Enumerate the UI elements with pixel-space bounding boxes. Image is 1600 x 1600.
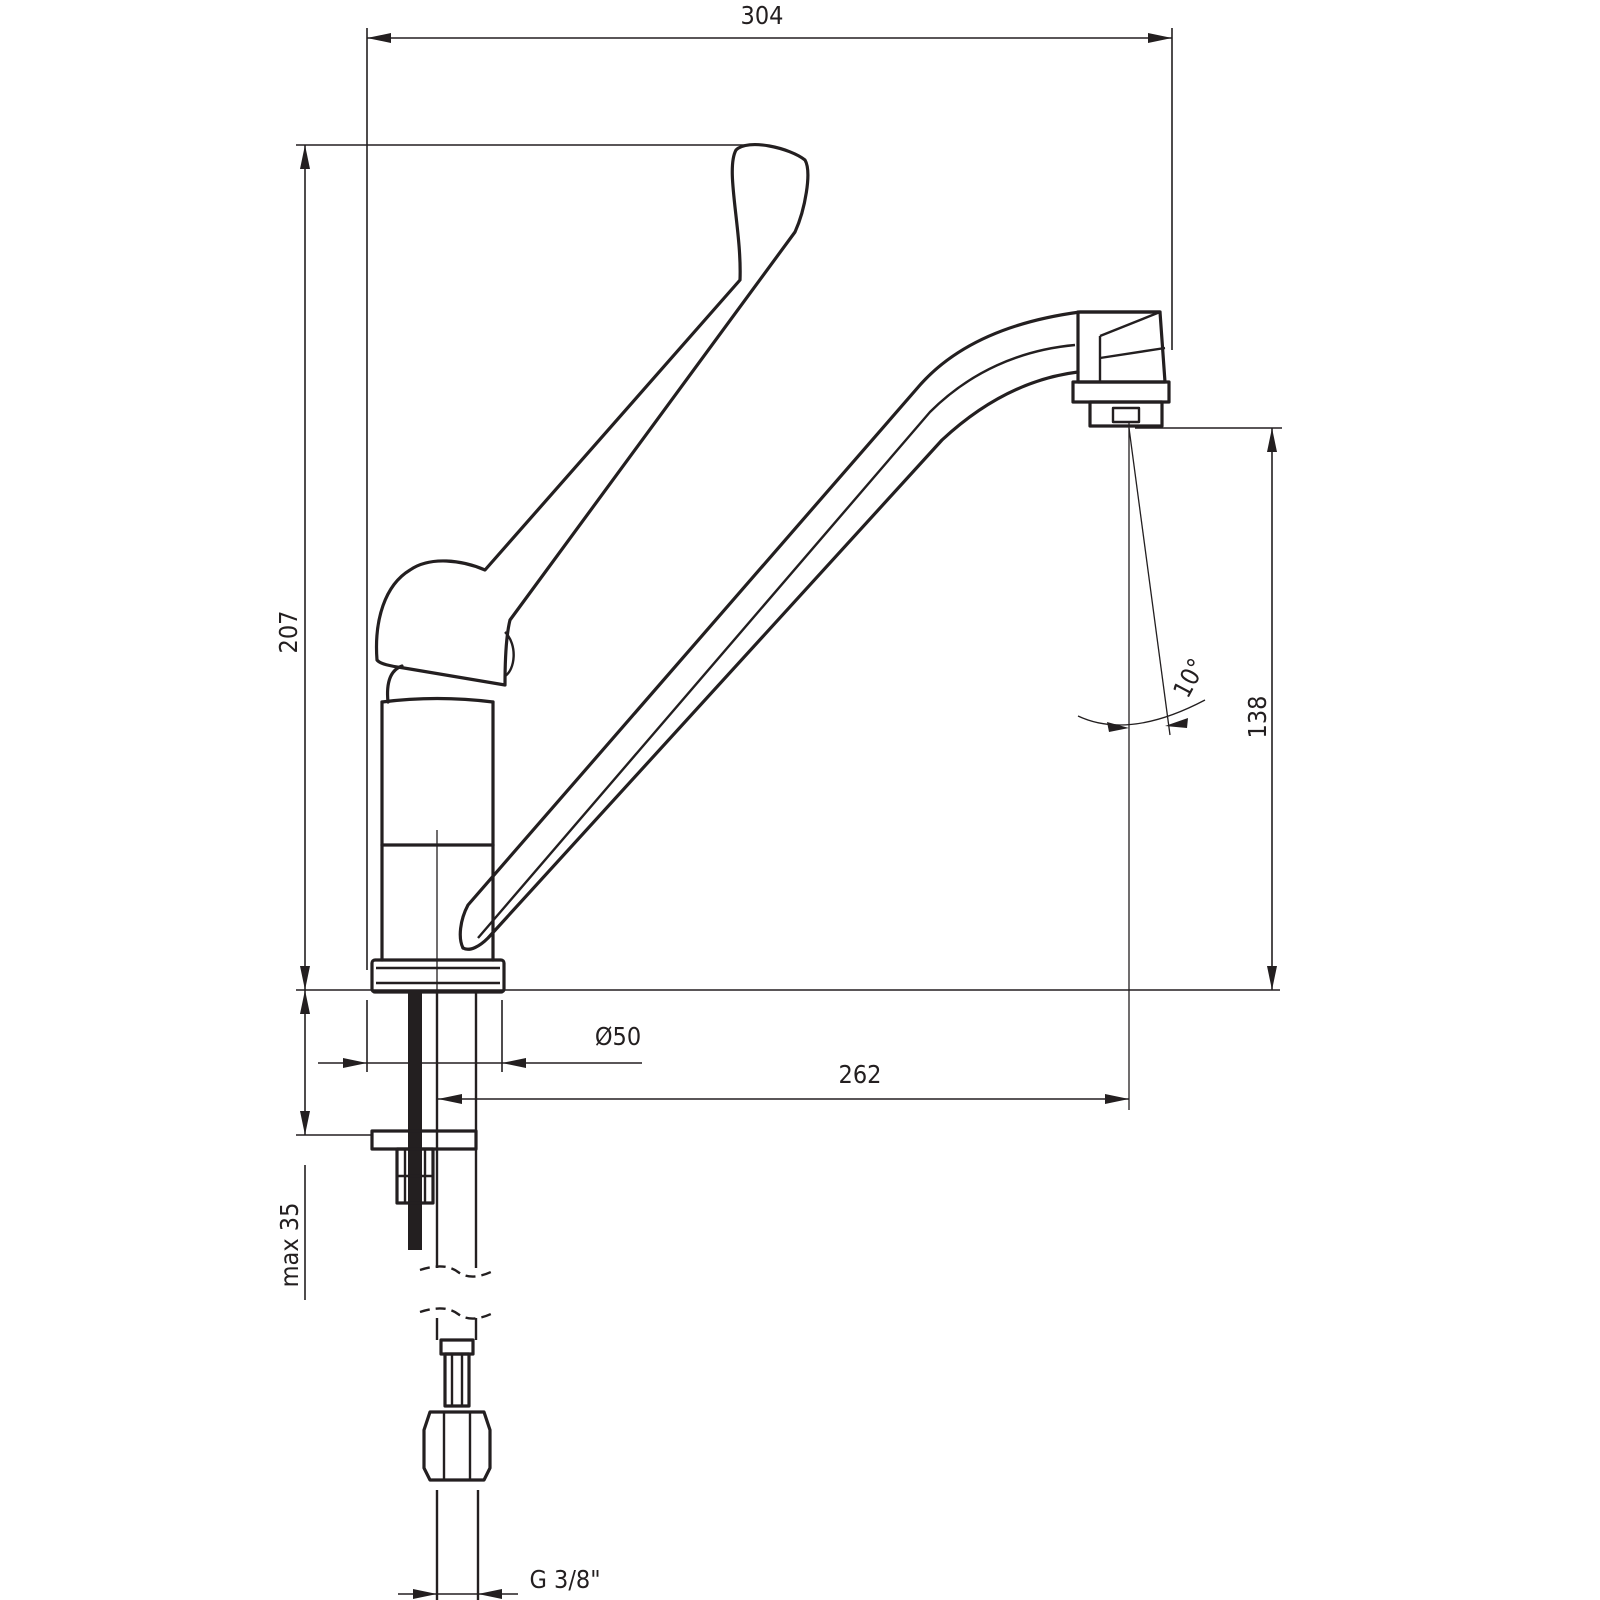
lever-handle [374,142,810,687]
dimension-labels: 304 207 138 10° Ø50 262 max 35 G 3/8" [274,1,1272,1594]
dim-counter-thickness: max 35 [275,1203,304,1288]
dim-spout-reach: 262 [839,1060,882,1089]
dim-connection-thread: G 3/8" [529,1565,600,1594]
mounting-hardware [370,992,496,1600]
dim-spout-height: 138 [1243,696,1272,739]
dim-spout-angle: 10° [1167,654,1211,703]
dimension-lines [296,28,1282,1599]
dim-overall-width: 304 [741,1,784,30]
faucet-body [370,664,506,994]
dim-overall-height: 207 [274,611,303,654]
spout [458,310,1171,951]
dim-base-diameter: Ø50 [595,1022,641,1051]
